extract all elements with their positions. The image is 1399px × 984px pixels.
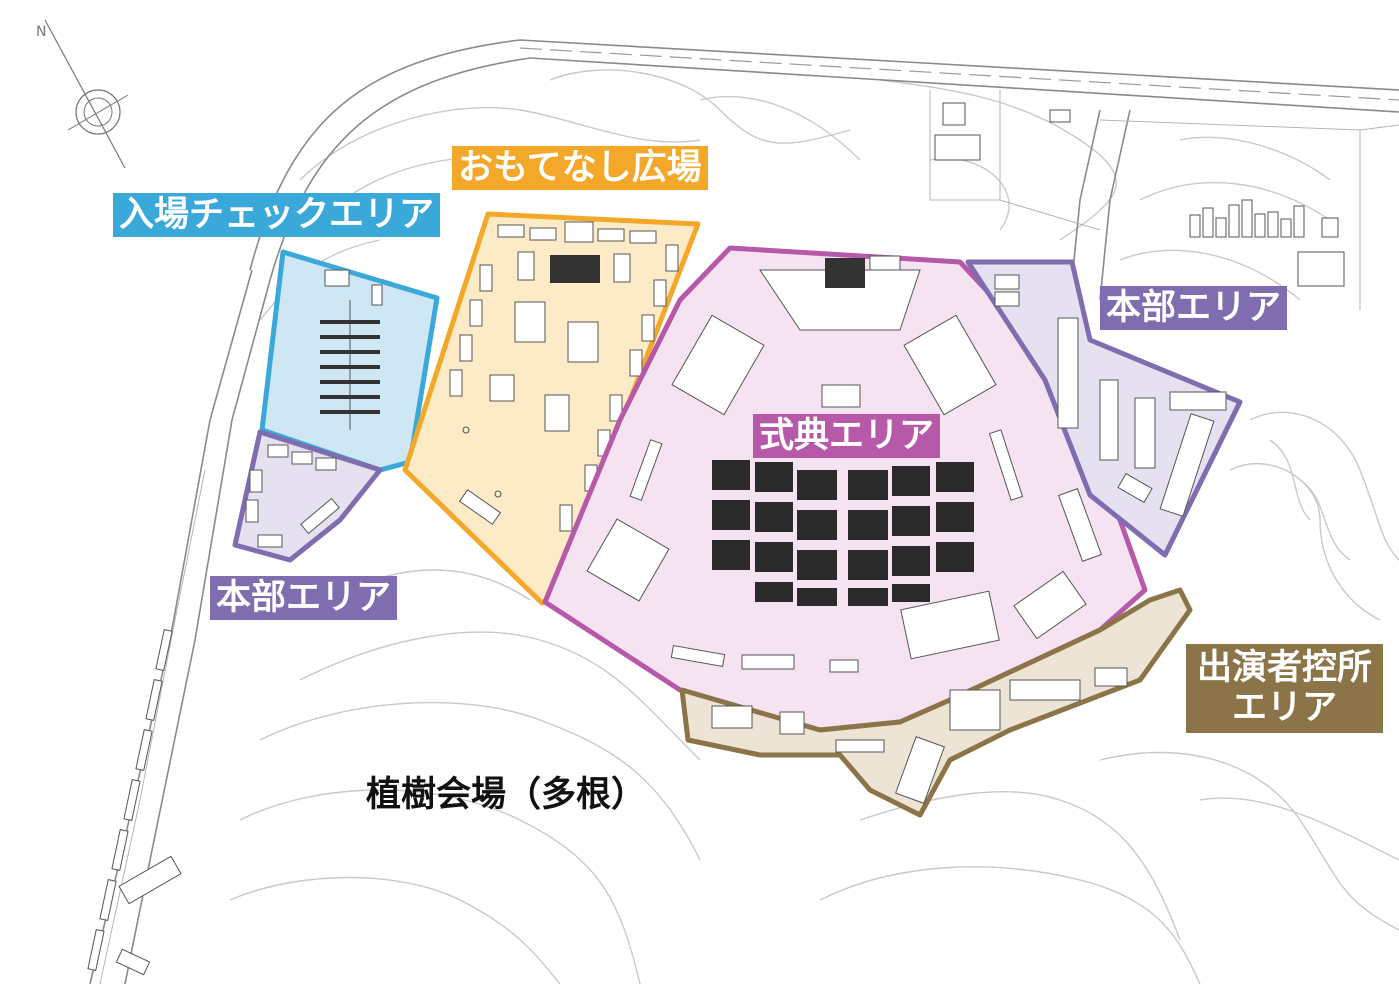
tents-scatter <box>1049 109 1071 123</box>
ceremony-area-label: 式典エリア <box>753 414 941 459</box>
honbu-left-area <box>232 429 383 563</box>
honbu-right-area-label: 本部エリア <box>1100 286 1288 331</box>
omotenashi-area-label: おもてなし広場 <box>452 146 708 191</box>
omotenashi-area <box>402 211 701 606</box>
venue-title: 植樹会場（多根） <box>366 775 647 815</box>
north-label: N <box>36 24 46 40</box>
performer-area <box>679 587 1193 818</box>
buildings-top <box>934 102 1345 287</box>
performer-area-label: 出演者控所エリア <box>1186 644 1383 733</box>
honbu-left-area-label: 本部エリア <box>210 576 398 621</box>
honbu-right-area <box>965 259 1243 558</box>
entry-area <box>259 249 440 473</box>
entry-area-label: 入場チェックエリア <box>113 193 441 238</box>
tents-top-right <box>1189 199 1339 238</box>
north-arrow: N <box>36 19 129 169</box>
ceremony-area <box>542 245 1148 733</box>
parking-stalls <box>87 629 182 976</box>
